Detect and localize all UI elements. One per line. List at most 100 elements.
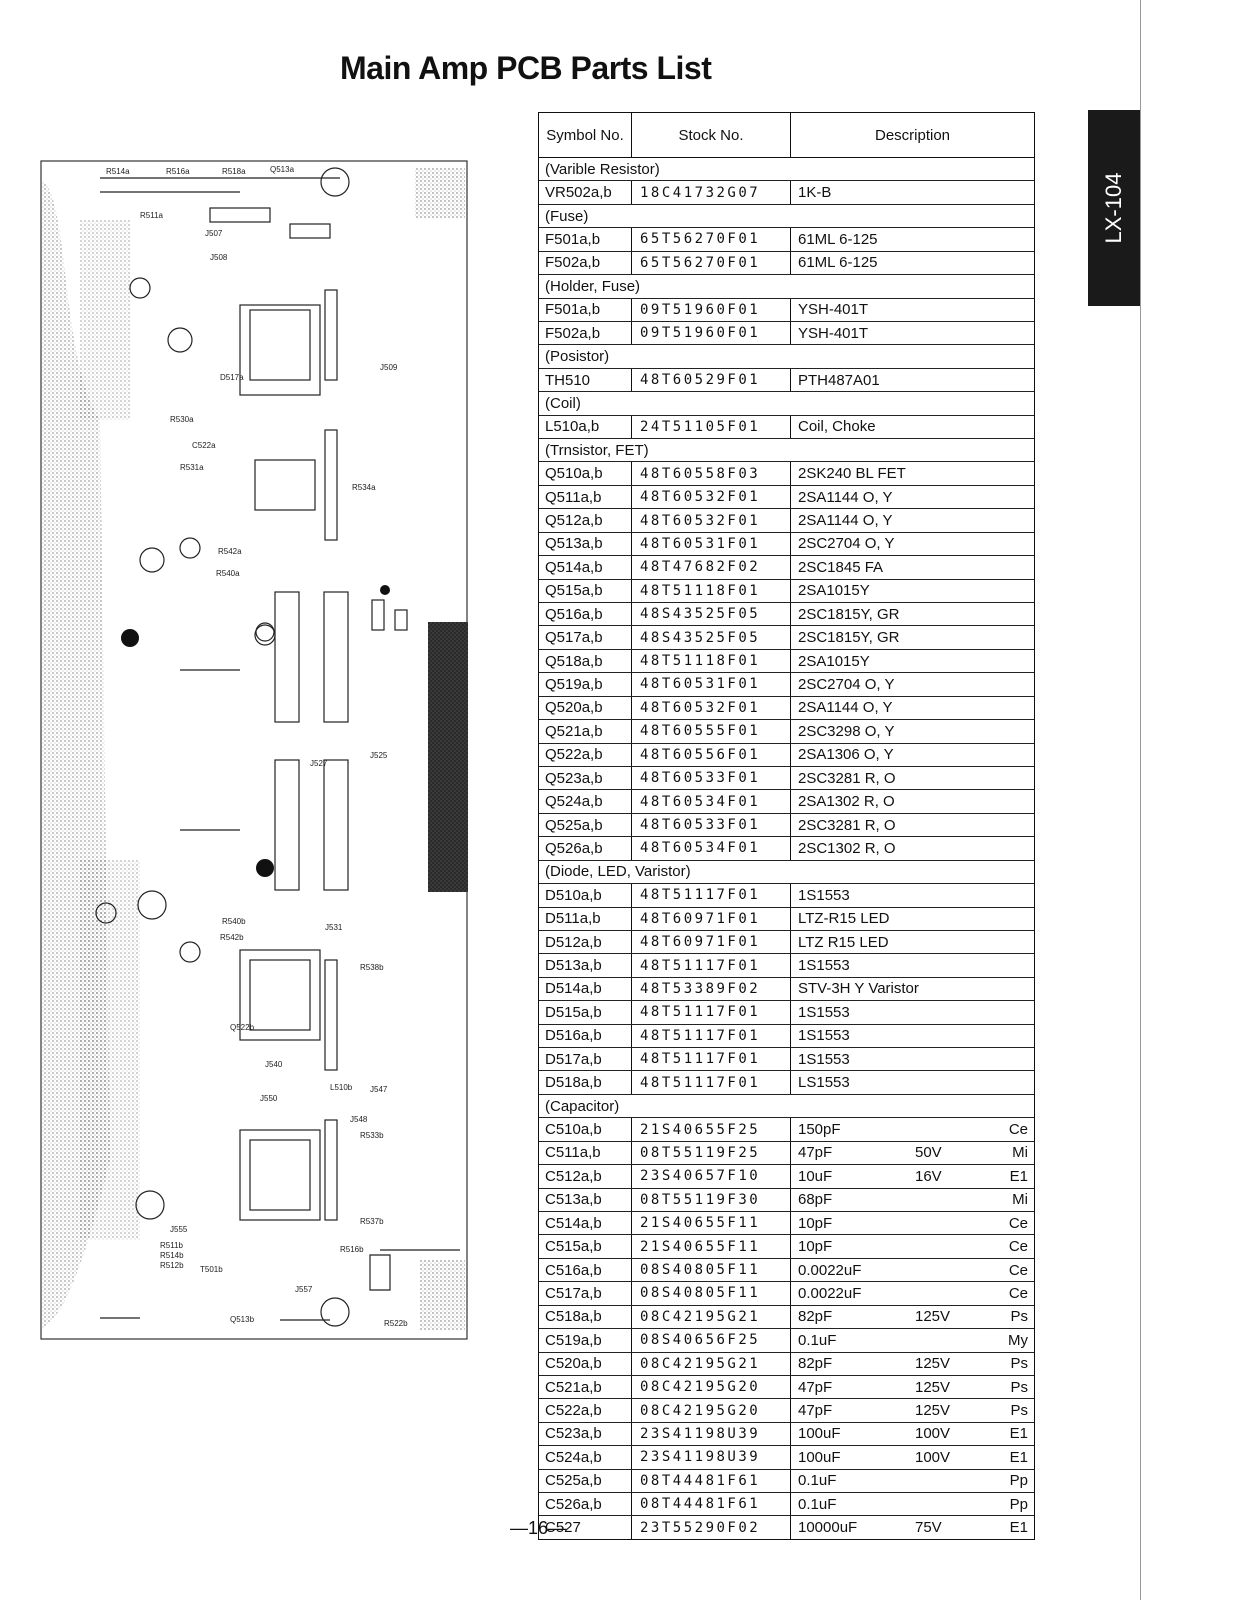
- section-row: (Fuse): [539, 205, 1034, 229]
- svg-text:R511a: R511a: [140, 211, 164, 220]
- type-code-text: Ps: [1010, 1355, 1028, 1373]
- description-text: LTZ-R15 LED: [798, 910, 890, 928]
- stock-cell: 09T51960F01: [632, 298, 791, 321]
- symbol-cell: Q519a,b: [539, 673, 632, 696]
- description-cell: 2SC1302 R, O: [791, 837, 1034, 859]
- stock-cell: 08C42195G20: [632, 1399, 791, 1422]
- section-label: (Diode, LED, Varistor): [545, 863, 691, 881]
- svg-text:J547: J547: [370, 1085, 388, 1094]
- description-cell: STV-3H Y Varistor: [791, 978, 1034, 1000]
- description-text: 2SA1015Y: [798, 582, 870, 600]
- stock-cell: 08C42195G20: [632, 1375, 791, 1399]
- type-code-text: Mi: [1012, 1144, 1028, 1162]
- stock-cell: 08T44481F61: [632, 1493, 791, 1516]
- description-text: 1S1553: [798, 1027, 850, 1045]
- svg-text:R542a: R542a: [218, 547, 242, 556]
- description-cell: 1S1553: [791, 1001, 1034, 1023]
- svg-text:R518a: R518a: [222, 167, 246, 176]
- header-stock-no: Stock No.: [632, 113, 791, 157]
- stock-cell: 21S40655F11: [632, 1235, 791, 1258]
- section-row: (Trnsistor, FET): [539, 439, 1034, 463]
- type-code-text: Pp: [1009, 1472, 1028, 1490]
- description-text: 47pF: [798, 1402, 833, 1420]
- stock-cell: 48T51117F01: [632, 1024, 791, 1048]
- svg-text:R516a: R516a: [166, 167, 190, 176]
- description-text: PTH487A01: [798, 371, 880, 389]
- description-text: 2SC3281 R, O: [798, 769, 896, 787]
- description-text: 150pF: [798, 1121, 841, 1138]
- description-text: 2SA1306 O, Y: [798, 746, 894, 764]
- symbol-cell: C513a,b: [539, 1188, 632, 1211]
- symbol-cell: C511a,b: [539, 1141, 632, 1165]
- description-cell: 2SA1144 O, Y: [791, 486, 1034, 508]
- type-code-text: My: [1008, 1331, 1028, 1349]
- symbol-cell: C510a,b: [539, 1118, 632, 1141]
- description-cell: 61ML 6-125: [791, 228, 1034, 250]
- description-cell: 2SA1306 O, Y: [791, 744, 1034, 766]
- symbol-cell: Q526a,b: [539, 837, 632, 860]
- stock-cell: 08C42195G21: [632, 1352, 791, 1375]
- symbol-cell: D511a,b: [539, 907, 632, 930]
- symbol-cell: Q525a,b: [539, 813, 632, 837]
- svg-text:J508: J508: [210, 253, 228, 262]
- type-code-text: Pp: [1009, 1495, 1028, 1513]
- description-cell: 2SC2704 O, Y: [791, 533, 1034, 555]
- symbol-cell: Q510a,b: [539, 462, 632, 485]
- description-text: Coil, Choke: [798, 418, 876, 436]
- description-cell: LTZ R15 LED: [791, 931, 1034, 953]
- svg-text:J540: J540: [265, 1060, 283, 1069]
- description-text: 10uF: [798, 1167, 833, 1185]
- description-text: 1K-B: [798, 184, 832, 202]
- stock-cell: 48T51117F01: [632, 954, 791, 977]
- stock-cell: 08S40805F11: [632, 1282, 791, 1305]
- svg-text:R522b: R522b: [384, 1319, 408, 1328]
- voltage-text: 100V: [915, 1448, 951, 1466]
- description-cell: 2SA1015Y: [791, 650, 1034, 672]
- symbol-cell: D514a,b: [539, 977, 632, 1001]
- description-text: 2SC1815Y, GR: [798, 629, 900, 647]
- stock-cell: 48T60532F01: [632, 485, 791, 509]
- stock-cell: 23S40657F10: [632, 1165, 791, 1188]
- description-cell: 1S1553: [791, 1048, 1034, 1070]
- stock-cell: 21S40655F25: [632, 1118, 791, 1141]
- svg-text:Q522b: Q522b: [230, 1023, 255, 1032]
- description-cell: 2SC1815Y, GR: [791, 626, 1034, 648]
- stock-cell: 48S43525F05: [632, 603, 791, 626]
- stock-cell: 48T60555F01: [632, 720, 791, 743]
- description-cell: Coil, Choke: [791, 416, 1034, 438]
- description-text: 10pF: [798, 1238, 833, 1256]
- symbol-cell: Q521a,b: [539, 720, 632, 743]
- stock-cell: 48S43525F05: [632, 626, 791, 649]
- page-edge-rule: [1140, 0, 1141, 1600]
- header-description: Description: [874, 126, 951, 144]
- symbol-cell: C520a,b: [539, 1352, 632, 1375]
- description-text: 1S1553: [798, 1003, 850, 1021]
- stock-cell: 18C41732G07: [632, 181, 791, 204]
- description-text: 2SC2704 O, Y: [798, 675, 895, 693]
- description-text: 2SC3281 R, O: [798, 816, 896, 834]
- stock-cell: 48T60558F03: [632, 462, 791, 485]
- description-cell: LS1553: [791, 1071, 1034, 1093]
- symbol-cell: C527: [539, 1516, 632, 1539]
- description-text: 100uF: [798, 1425, 841, 1443]
